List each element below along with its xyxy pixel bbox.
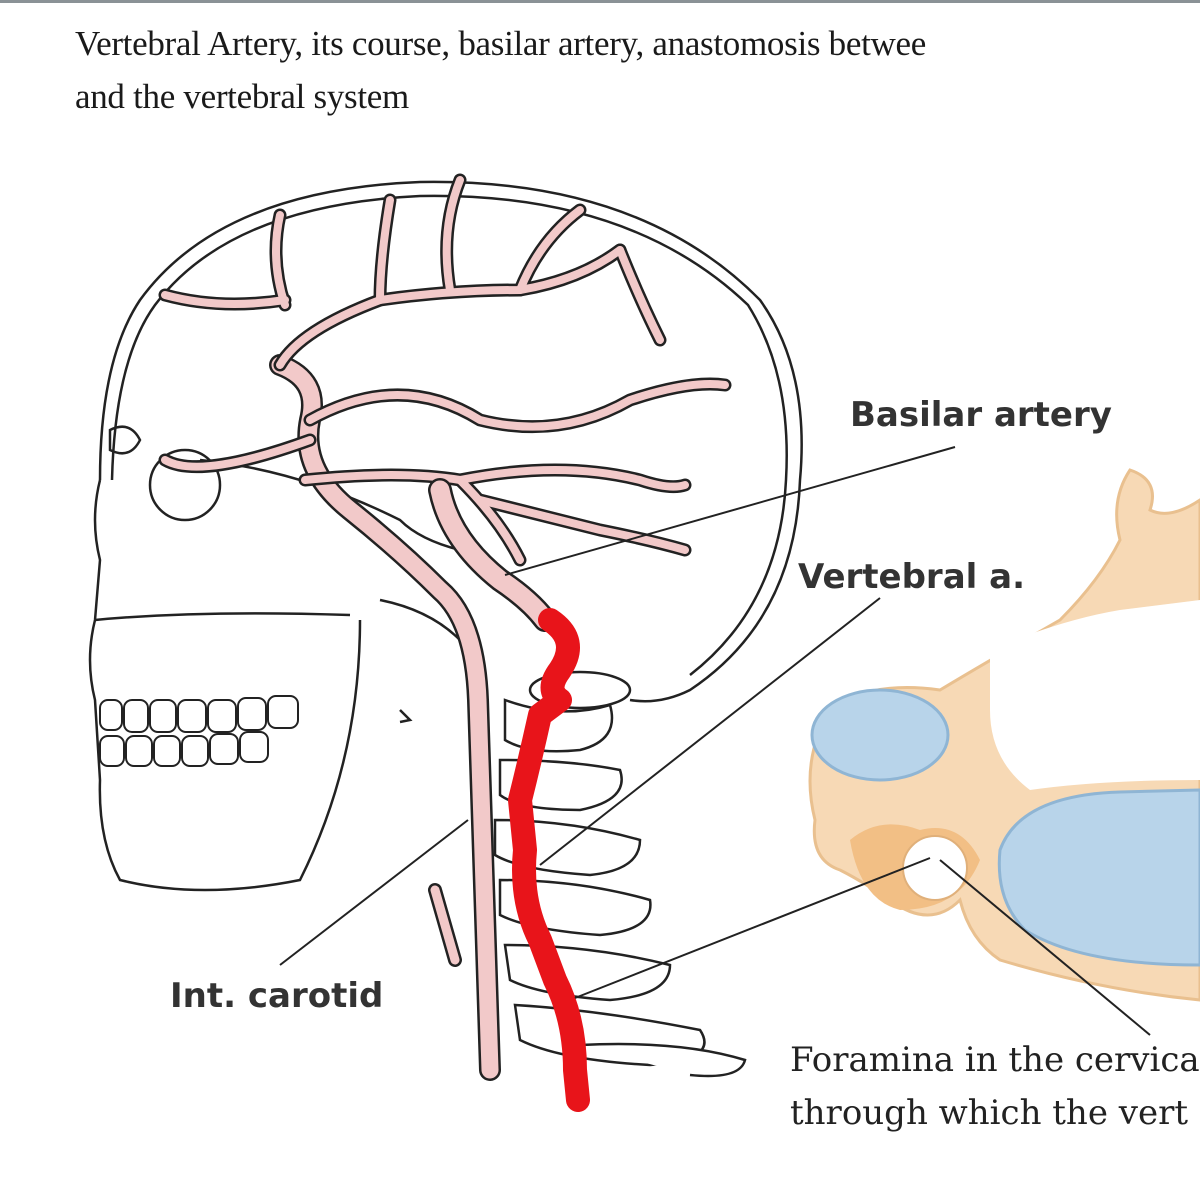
vertebral-artery xyxy=(508,608,590,1112)
carotid-leader xyxy=(279,819,469,966)
foramina-leader-2 xyxy=(939,859,1151,1036)
teeth xyxy=(99,695,299,767)
vertebral-body xyxy=(997,788,1200,967)
skull xyxy=(88,180,803,892)
foramina-leader-1 xyxy=(574,857,931,999)
vertebral-leader xyxy=(539,597,881,866)
basilar-leader xyxy=(504,446,956,576)
cerebral-arteries xyxy=(158,173,732,567)
top-border xyxy=(0,0,1200,3)
caption-line-2: and the vertebral system xyxy=(75,77,409,116)
label-vertebral-artery: Vertebral a. xyxy=(798,557,1025,597)
label-foramina-line-1: Foramina in the cervica xyxy=(790,1040,1200,1080)
vertebra-cross-section xyxy=(808,468,1200,1002)
transverse-foramen xyxy=(902,835,968,901)
transverse-process-space xyxy=(810,688,950,782)
caption-line-1: Vertebral Artery, its course, basilar ar… xyxy=(75,24,926,63)
internal-carotid-artery xyxy=(269,354,501,1081)
label-internal-carotid: Int. carotid xyxy=(170,976,384,1016)
label-basilar-artery: Basilar artery xyxy=(850,395,1112,435)
label-foramina-line-2: through which the vert xyxy=(790,1093,1189,1133)
leader-lines xyxy=(279,446,1151,1036)
